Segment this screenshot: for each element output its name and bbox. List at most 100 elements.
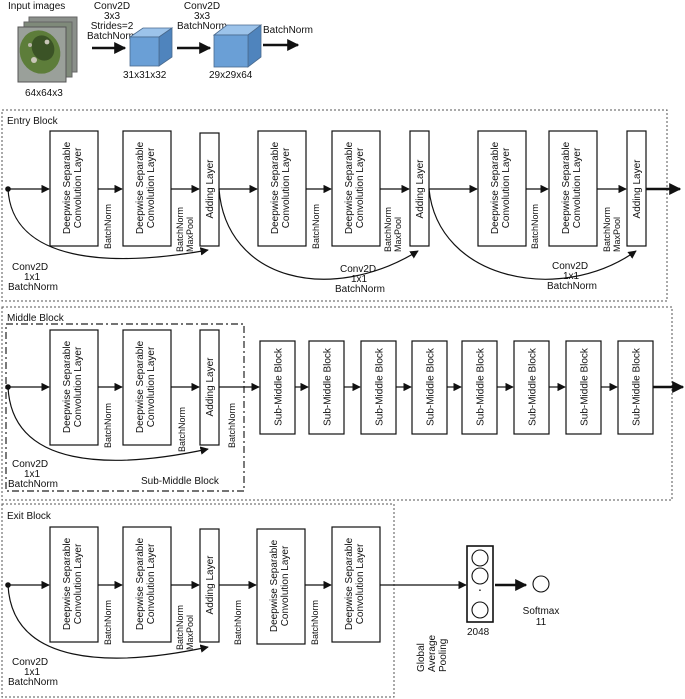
- middle-bn-1: BatchNorm: [103, 403, 113, 448]
- sub-middle-block-8-label: Sub-Middle Block: [632, 347, 643, 426]
- entry-sepconv-2-line1: Deepwise Separable: [135, 141, 146, 234]
- entry-adding-3-label: Adding Layer: [632, 159, 643, 219]
- sub-middle-block-6: [513, 340, 550, 435]
- exit-sepconv-1-line1: Deepwise Separable: [62, 537, 73, 630]
- entry-skip-1: [7, 188, 209, 260]
- input-images-label: Input images: [8, 1, 65, 12]
- middle-sepconv-2-line2: Convolution Layer: [146, 346, 157, 427]
- entry-sepconv-3-line2: Convolution Layer: [281, 147, 292, 228]
- gap-line3: Pooling: [438, 639, 449, 672]
- exit-skip-line2: 1x1: [24, 667, 41, 678]
- exit-adding-1-label: Adding Layer: [205, 555, 216, 615]
- exit-sepconv-2: [122, 526, 172, 643]
- entry-skip-3-line3: BatchNorm: [547, 281, 597, 292]
- sub-middle-block-4: [411, 340, 448, 435]
- middle-sepconv-1-line1: Deepwise Separable: [62, 340, 73, 433]
- sub-middle-block-6-label: Sub-Middle Block: [528, 347, 539, 426]
- exit-sepconv-3-line1: Deepwise Separable: [269, 539, 280, 632]
- middle-skip-line1: Conv2D: [12, 459, 48, 470]
- sub-middle-block-2: [308, 340, 345, 435]
- exit-block-frame: [1, 503, 395, 698]
- feature-cube-2: [212, 24, 263, 68]
- entry-sepconv-4: [331, 130, 381, 247]
- entry-input-node: [5, 186, 11, 192]
- sub-middle-chain: Sub-Middle Block Sub-Middle Block Sub-Midd…: [259, 340, 654, 435]
- exit-bnmp-line2: MaxPool: [185, 615, 195, 650]
- entry-bn-3: BatchNorm: [530, 204, 540, 249]
- entry-adding-2-label: Adding Layer: [415, 159, 426, 219]
- sub-middle-block-4-label: Sub-Middle Block: [426, 347, 437, 426]
- entry-adding-1-label: Adding Layer: [205, 159, 216, 219]
- entry-sepconv-5: [477, 130, 527, 247]
- entry-skip-2-line1: Conv2D: [340, 264, 376, 275]
- sub-middle-block-7-label: Sub-Middle Block: [580, 347, 591, 426]
- middle-sepconv-1: [49, 329, 99, 446]
- conv1-line-3: Strides=2: [91, 21, 134, 32]
- conv1-line-2: 3x3: [104, 11, 121, 22]
- middle-bn-3: BatchNorm: [227, 403, 237, 448]
- exit-skip-1: [7, 584, 209, 659]
- exit-bn-1: BatchNorm: [103, 600, 113, 645]
- sub-middle-block-5: [461, 340, 498, 435]
- entry-sepconv-3-line1: Deepwise Separable: [270, 141, 281, 234]
- entry-skip-2: [218, 188, 419, 280]
- middle-bn-2: BatchNorm: [177, 407, 187, 452]
- entry-skip-1-line2: 1x1: [24, 272, 41, 283]
- entry-sepconv-5-line1: Deepwise Separable: [490, 141, 501, 234]
- middle-block-title: Middle Block: [7, 313, 65, 324]
- conv2-params: Conv2D 3x3 BatchNorm: [177, 1, 227, 32]
- entry-skip-1-line3: BatchNorm: [8, 282, 58, 293]
- sub-middle-caption: Sub-Middle Block: [141, 476, 220, 487]
- middle-input-node: [5, 384, 11, 390]
- dense-size-label: 2048: [467, 627, 490, 638]
- exit-sepconv-4-line1: Deepwise Separable: [344, 537, 355, 630]
- input-size-label: 64x64x3: [25, 88, 63, 99]
- entry-sepconv-1-line1: Deepwise Separable: [62, 141, 73, 234]
- middle-skip-line3: BatchNorm: [8, 479, 58, 490]
- entry-sepconv-1-line2: Convolution Layer: [73, 147, 84, 228]
- neuron-1: [471, 549, 489, 567]
- entry-skip-3-line2: 1x1: [563, 271, 580, 282]
- neuron-n: [471, 601, 489, 619]
- exit-bnmp-line1: BatchNorm: [175, 605, 185, 650]
- softmax-neuron: [532, 575, 550, 593]
- exit-sepconv-2-line2: Convolution Layer: [146, 543, 157, 624]
- entry-skip-3-line1: Conv2D: [552, 261, 588, 272]
- softmax-label: Softmax: [523, 606, 560, 617]
- feature-cube-1: [128, 27, 174, 67]
- middle-block-frame: [1, 306, 673, 501]
- entry-skip-1-line1: Conv2D: [12, 262, 48, 273]
- entry-bnmp-1-line2: MaxPool: [185, 217, 195, 252]
- conv1-line-4: BatchNorm: [87, 31, 137, 42]
- entry-skip-2-line3: BatchNorm: [335, 284, 385, 295]
- exit-skip-line3: BatchNorm: [8, 677, 58, 688]
- after-batchnorm-label: BatchNorm: [263, 25, 313, 36]
- conv1-params: Conv2D 3x3 Strides=2 BatchNorm: [87, 1, 137, 42]
- header-section: Input images 64x64x3 Conv2D 3x3 Strides=…: [8, 1, 313, 99]
- exit-bn-2: BatchNorm: [233, 600, 243, 645]
- entry-bn-2: BatchNorm: [311, 204, 321, 249]
- sub-middle-block-3-label: Sub-Middle Block: [375, 347, 386, 426]
- gap-line1: Global: [416, 643, 427, 672]
- cube1-size-label: 31x31x32: [123, 70, 167, 81]
- middle-adding-1-label: Adding Layer: [205, 357, 216, 417]
- input-images-thumbnail: [17, 16, 78, 83]
- exit-bn-3: BatchNorm: [310, 600, 320, 645]
- middle-sepconv-2: [122, 329, 172, 446]
- entry-sepconv-5-line2: Convolution Layer: [501, 147, 512, 228]
- entry-bnmp-1-line1: BatchNorm: [175, 207, 185, 252]
- entry-skip-2-line2: 1x1: [351, 274, 368, 285]
- entry-sepconv-6: [548, 130, 598, 247]
- conv2-line-2: 3x3: [194, 11, 211, 22]
- conv1-line-1: Conv2D: [94, 1, 130, 12]
- entry-sepconv-3: [257, 130, 307, 247]
- sub-middle-block-5-label: Sub-Middle Block: [476, 347, 487, 426]
- exit-block-title: Exit Block: [7, 511, 52, 522]
- entry-block-title: Entry Block: [7, 116, 59, 127]
- exit-sepconv-4: [331, 526, 381, 643]
- exit-sepconv-2-line1: Deepwise Separable: [135, 537, 146, 630]
- entry-bnmp-2-line2: MaxPool: [393, 217, 403, 252]
- gap-line2: Average: [427, 634, 438, 672]
- entry-bnmp-3-line1: BatchNorm: [602, 207, 612, 252]
